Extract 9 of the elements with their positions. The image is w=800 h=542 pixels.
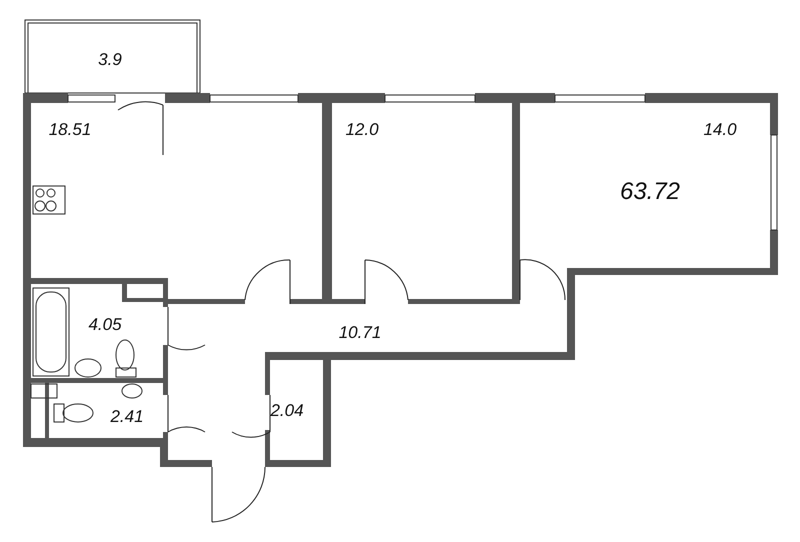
area-label: 63.72 (620, 178, 680, 206)
area-label: 14.0 (703, 120, 737, 140)
area-label: 12.0 (345, 120, 379, 140)
area-label: 3.9 (98, 50, 122, 70)
area-label: 4.05 (88, 315, 122, 335)
area-label: 18.51 (48, 120, 92, 140)
area-label: 2.41 (110, 407, 144, 427)
area-label: 10.71 (338, 323, 382, 343)
area-label: 2.04 (270, 401, 304, 421)
